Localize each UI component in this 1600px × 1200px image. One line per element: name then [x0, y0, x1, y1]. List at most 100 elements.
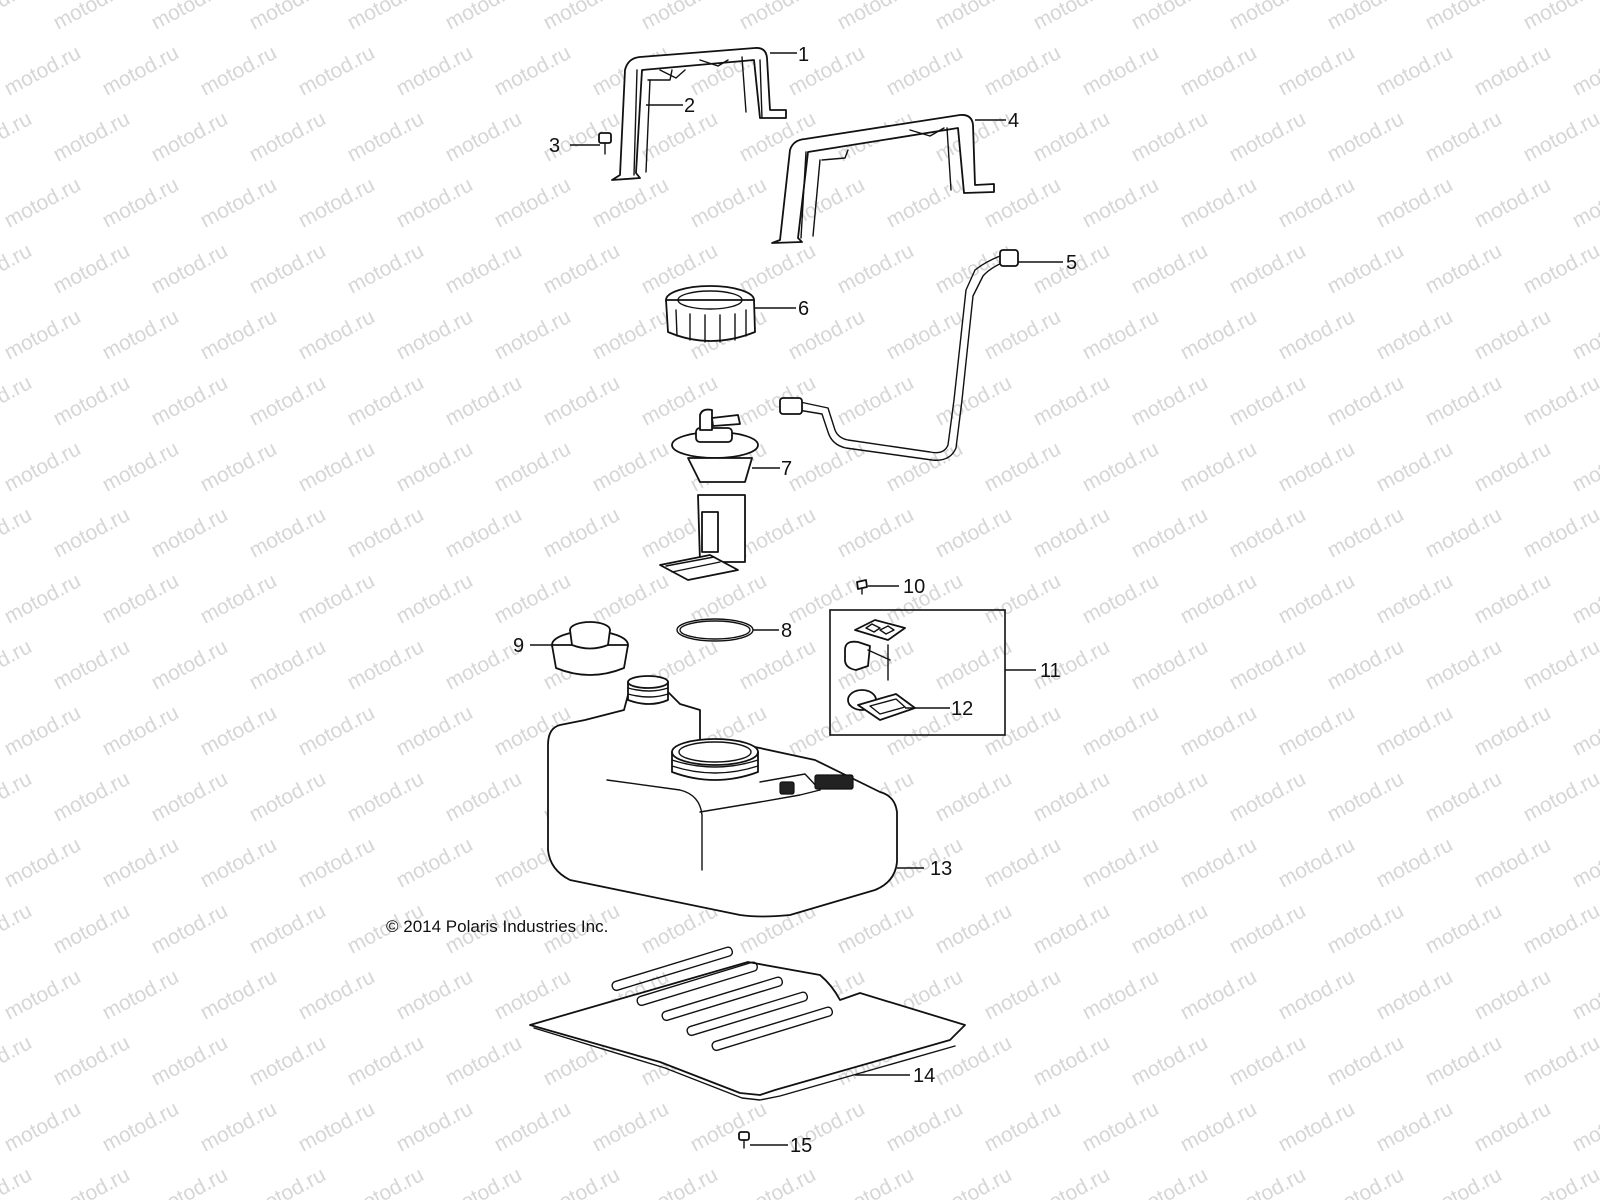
- watermark-text: motod.ru: [344, 1163, 428, 1200]
- tank-strap-small: [611, 47, 787, 181]
- watermark-text: motod.ru: [491, 1097, 575, 1156]
- watermark-text: motod.ru: [246, 1163, 330, 1200]
- watermark-text: motod.ru: [981, 1097, 1065, 1156]
- watermark-text: motod.ru: [1373, 305, 1457, 364]
- watermark-text: motod.ru: [442, 107, 526, 166]
- watermark-text: motod.ru: [197, 833, 281, 892]
- screw-10: [856, 579, 868, 595]
- watermark-text: motod.ru: [1226, 635, 1310, 694]
- watermark-text: motod.ru: [1, 569, 85, 628]
- watermark-text: motod.ru: [736, 635, 820, 694]
- watermark-text: motod.ru: [687, 173, 771, 232]
- watermark-text: motod.ru: [540, 371, 624, 430]
- watermark-text: motod.ru: [442, 1163, 526, 1200]
- watermark-text: motod.ru: [1177, 701, 1261, 760]
- watermark-text: motod.ru: [1520, 239, 1600, 298]
- filler-cap: [551, 621, 629, 676]
- watermark-text: motod.ru: [1422, 1031, 1506, 1090]
- watermark-text: motod.ru: [197, 437, 281, 496]
- watermark-text: motod.ru: [1275, 1097, 1359, 1156]
- watermark-text: motod.ru: [1, 41, 85, 100]
- watermark-text: motod.ru: [50, 503, 134, 562]
- watermark-text: motod.ru: [1520, 767, 1600, 826]
- callout-8: 8: [781, 620, 792, 642]
- watermark-text: motod.ru: [1128, 0, 1212, 34]
- watermark-text: motod.ru: [0, 899, 36, 958]
- watermark-text: motod.ru: [1079, 569, 1163, 628]
- watermark-text: motod.ru: [834, 899, 918, 958]
- watermark-text: motod.ru: [1, 833, 85, 892]
- watermark-text: motod.ru: [1177, 305, 1261, 364]
- callout-3: 3: [549, 135, 560, 157]
- watermark-text: motod.ru: [1422, 107, 1506, 166]
- watermark-text: motod.ru: [295, 701, 379, 760]
- watermark-text: motod.ru: [148, 1031, 232, 1090]
- watermark-text: motod.ru: [344, 107, 428, 166]
- watermark-text: motod.ru: [148, 767, 232, 826]
- watermark-text: motod.ru: [1422, 1163, 1506, 1200]
- watermark-text: motod.ru: [148, 371, 232, 430]
- fuel-pump: [659, 408, 759, 581]
- callout-2: 2: [684, 95, 695, 117]
- watermark-text: motod.ru: [1324, 1163, 1408, 1200]
- watermark-text: motod.ru: [1, 305, 85, 364]
- watermark-text: motod.ru: [687, 1097, 771, 1156]
- watermark-text: motod.ru: [1226, 899, 1310, 958]
- watermark-text: motod.ru: [1079, 701, 1163, 760]
- watermark-text: motod.ru: [197, 701, 281, 760]
- watermark-text: motod.ru: [1324, 107, 1408, 166]
- watermark-text: motod.ru: [834, 0, 918, 34]
- skid-plate-slot: [686, 991, 809, 1037]
- watermark-text: motod.ru: [1079, 1097, 1163, 1156]
- watermark-text: motod.ru: [736, 0, 820, 34]
- watermark-text: motod.ru: [932, 503, 1016, 562]
- watermark-text: motod.ru: [1030, 503, 1114, 562]
- watermark-text: motod.ru: [1422, 899, 1506, 958]
- watermark-text: motod.ru: [344, 503, 428, 562]
- watermark-text: motod.ru: [1324, 899, 1408, 958]
- watermark-text: motod.ru: [1226, 1031, 1310, 1090]
- watermark-text: motod.ru: [736, 503, 820, 562]
- fuel-tank: [547, 675, 898, 918]
- watermark-text: motod.ru: [1030, 107, 1114, 166]
- watermark-text: motod.ru: [1128, 107, 1212, 166]
- watermark-text: motod.ru: [589, 437, 673, 496]
- watermark-text: motod.ru: [1471, 569, 1555, 628]
- watermark-text: motod.ru: [393, 701, 477, 760]
- watermark-text: motod.ru: [442, 371, 526, 430]
- watermark-text: motod.ru: [981, 173, 1065, 232]
- callout-7: 7: [781, 458, 792, 480]
- watermark-text: motod.ru: [1471, 701, 1555, 760]
- watermark-text: motod.ru: [1324, 0, 1408, 34]
- watermark-text: motod.ru: [246, 503, 330, 562]
- watermark-text: motod.ru: [344, 635, 428, 694]
- watermark-text: motod.ru: [1520, 107, 1600, 166]
- skid-plate-slot: [611, 946, 734, 992]
- watermark-text: motod.ru: [1520, 899, 1600, 958]
- watermark-text: motod.ru: [1177, 833, 1261, 892]
- watermark-text: motod.ru: [834, 239, 918, 298]
- watermark-text: motod.ru: [442, 1031, 526, 1090]
- watermark-text: motod.ru: [589, 305, 673, 364]
- callout-12: 12: [951, 698, 973, 720]
- watermark-text: motod.ru: [1569, 701, 1600, 760]
- callout-15: 15: [790, 1135, 812, 1157]
- bolt-3: [598, 132, 612, 155]
- watermark-text: motod.ru: [99, 173, 183, 232]
- watermark-text: motod.ru: [1373, 41, 1457, 100]
- watermark-text: motod.ru: [99, 965, 183, 1024]
- watermark-text: motod.ru: [834, 371, 918, 430]
- watermark-text: motod.ru: [638, 107, 722, 166]
- watermark-text: motod.ru: [148, 899, 232, 958]
- watermark-text: motod.ru: [50, 1031, 134, 1090]
- watermark-text: motod.ru: [785, 701, 869, 760]
- watermark-text: motod.ru: [197, 1097, 281, 1156]
- watermark-text: motod.ru: [0, 767, 36, 826]
- watermark-text: motod.ru: [442, 767, 526, 826]
- watermark-text: motod.ru: [1471, 305, 1555, 364]
- watermark-text: motod.ru: [99, 305, 183, 364]
- watermark-text: motod.ru: [1569, 173, 1600, 232]
- watermark-text: motod.ru: [1324, 767, 1408, 826]
- watermark-text: motod.ru: [1079, 41, 1163, 100]
